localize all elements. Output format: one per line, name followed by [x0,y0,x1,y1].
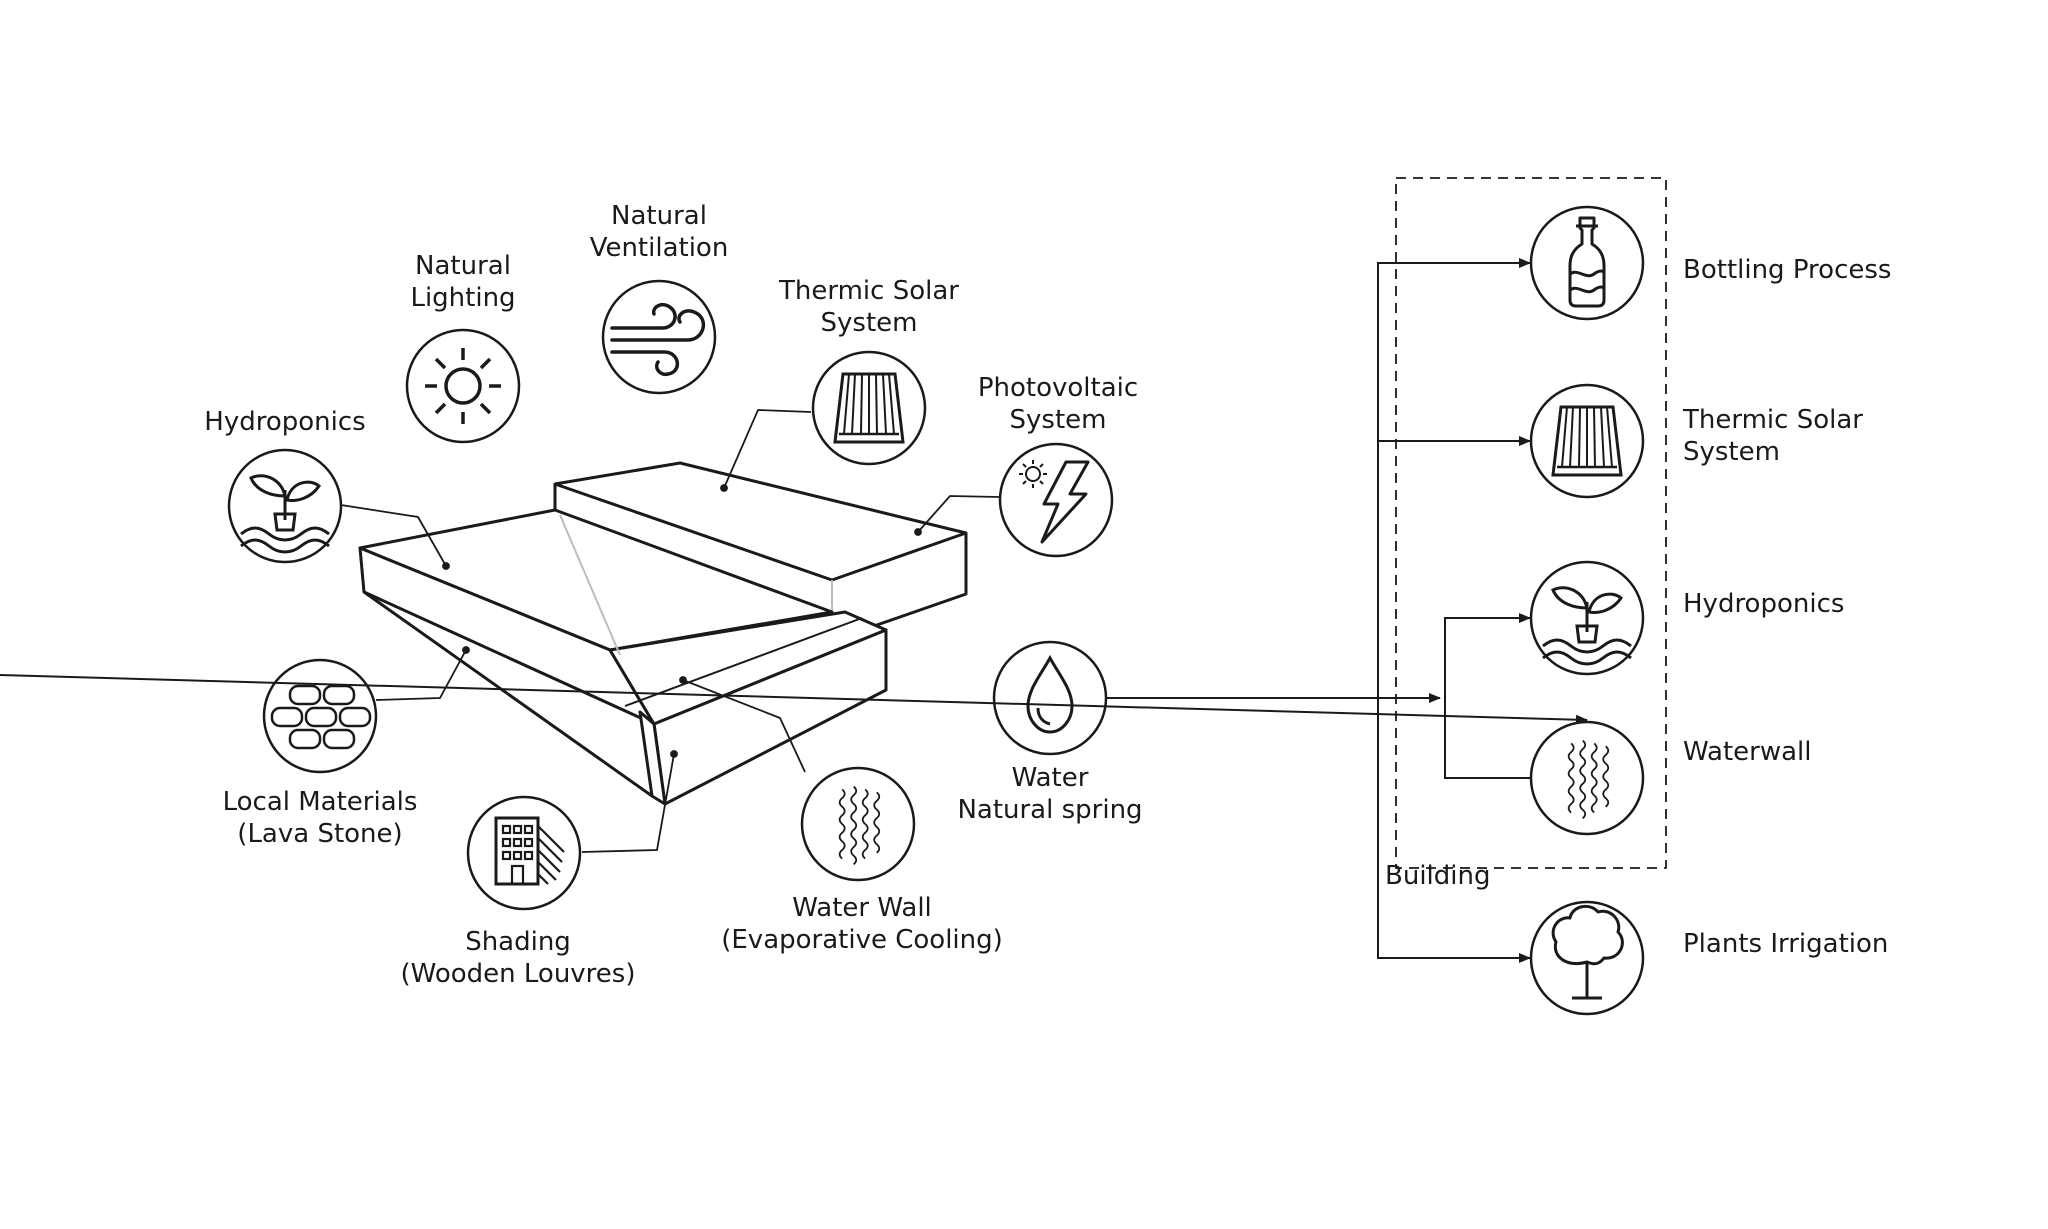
building-boundary [1395,177,1667,869]
label-thermic-solar-left: Thermic Solar System [779,276,959,338]
label-water-source: Water Natural spring [957,763,1143,825]
flow-lines [0,258,1588,963]
label-local-materials: Local Materials (Lava Stone) [222,787,418,849]
waves-left-icon [800,766,916,882]
photovoltaic-icon [998,442,1114,558]
label-photovoltaic: Photovoltaic System [977,373,1139,435]
label-building: Building [1385,861,1491,891]
hydroponics-left-icon [227,448,343,564]
wind-icon [601,279,717,395]
label-plants-irrigation: Plants Irrigation [1683,929,1889,959]
water-drop-icon [992,640,1108,756]
building-louvre-icon [466,795,582,911]
stone-icon [262,658,378,774]
hydroponics-right-icon [1529,560,1645,676]
label-bottling: Bottling Process [1683,255,1892,285]
building-block [358,461,968,806]
label-hydroponics-right: Hydroponics [1683,589,1845,619]
label-waterwall-right: Waterwall [1683,737,1812,767]
label-hydroponics-left: Hydroponics [204,407,366,437]
waterwall-right-icon [1529,720,1645,836]
label-natural-ventilation: Natural Ventilation [589,201,729,263]
label-natural-lighting: Natural Lighting [410,251,516,313]
label-thermic-solar-right: Thermic Solar System [1683,405,1863,467]
label-shading: Shading (Wooden Louvres) [400,927,636,989]
solar-collector-right-icon [1529,383,1645,499]
sun-icon [405,328,521,444]
leader-lines [340,409,1001,853]
solar-collector-left-icon [811,350,927,466]
label-water-wall: Water Wall (Evaporative Cooling) [721,893,1003,955]
bottle-icon [1529,205,1645,321]
tree-icon [1529,900,1645,1016]
